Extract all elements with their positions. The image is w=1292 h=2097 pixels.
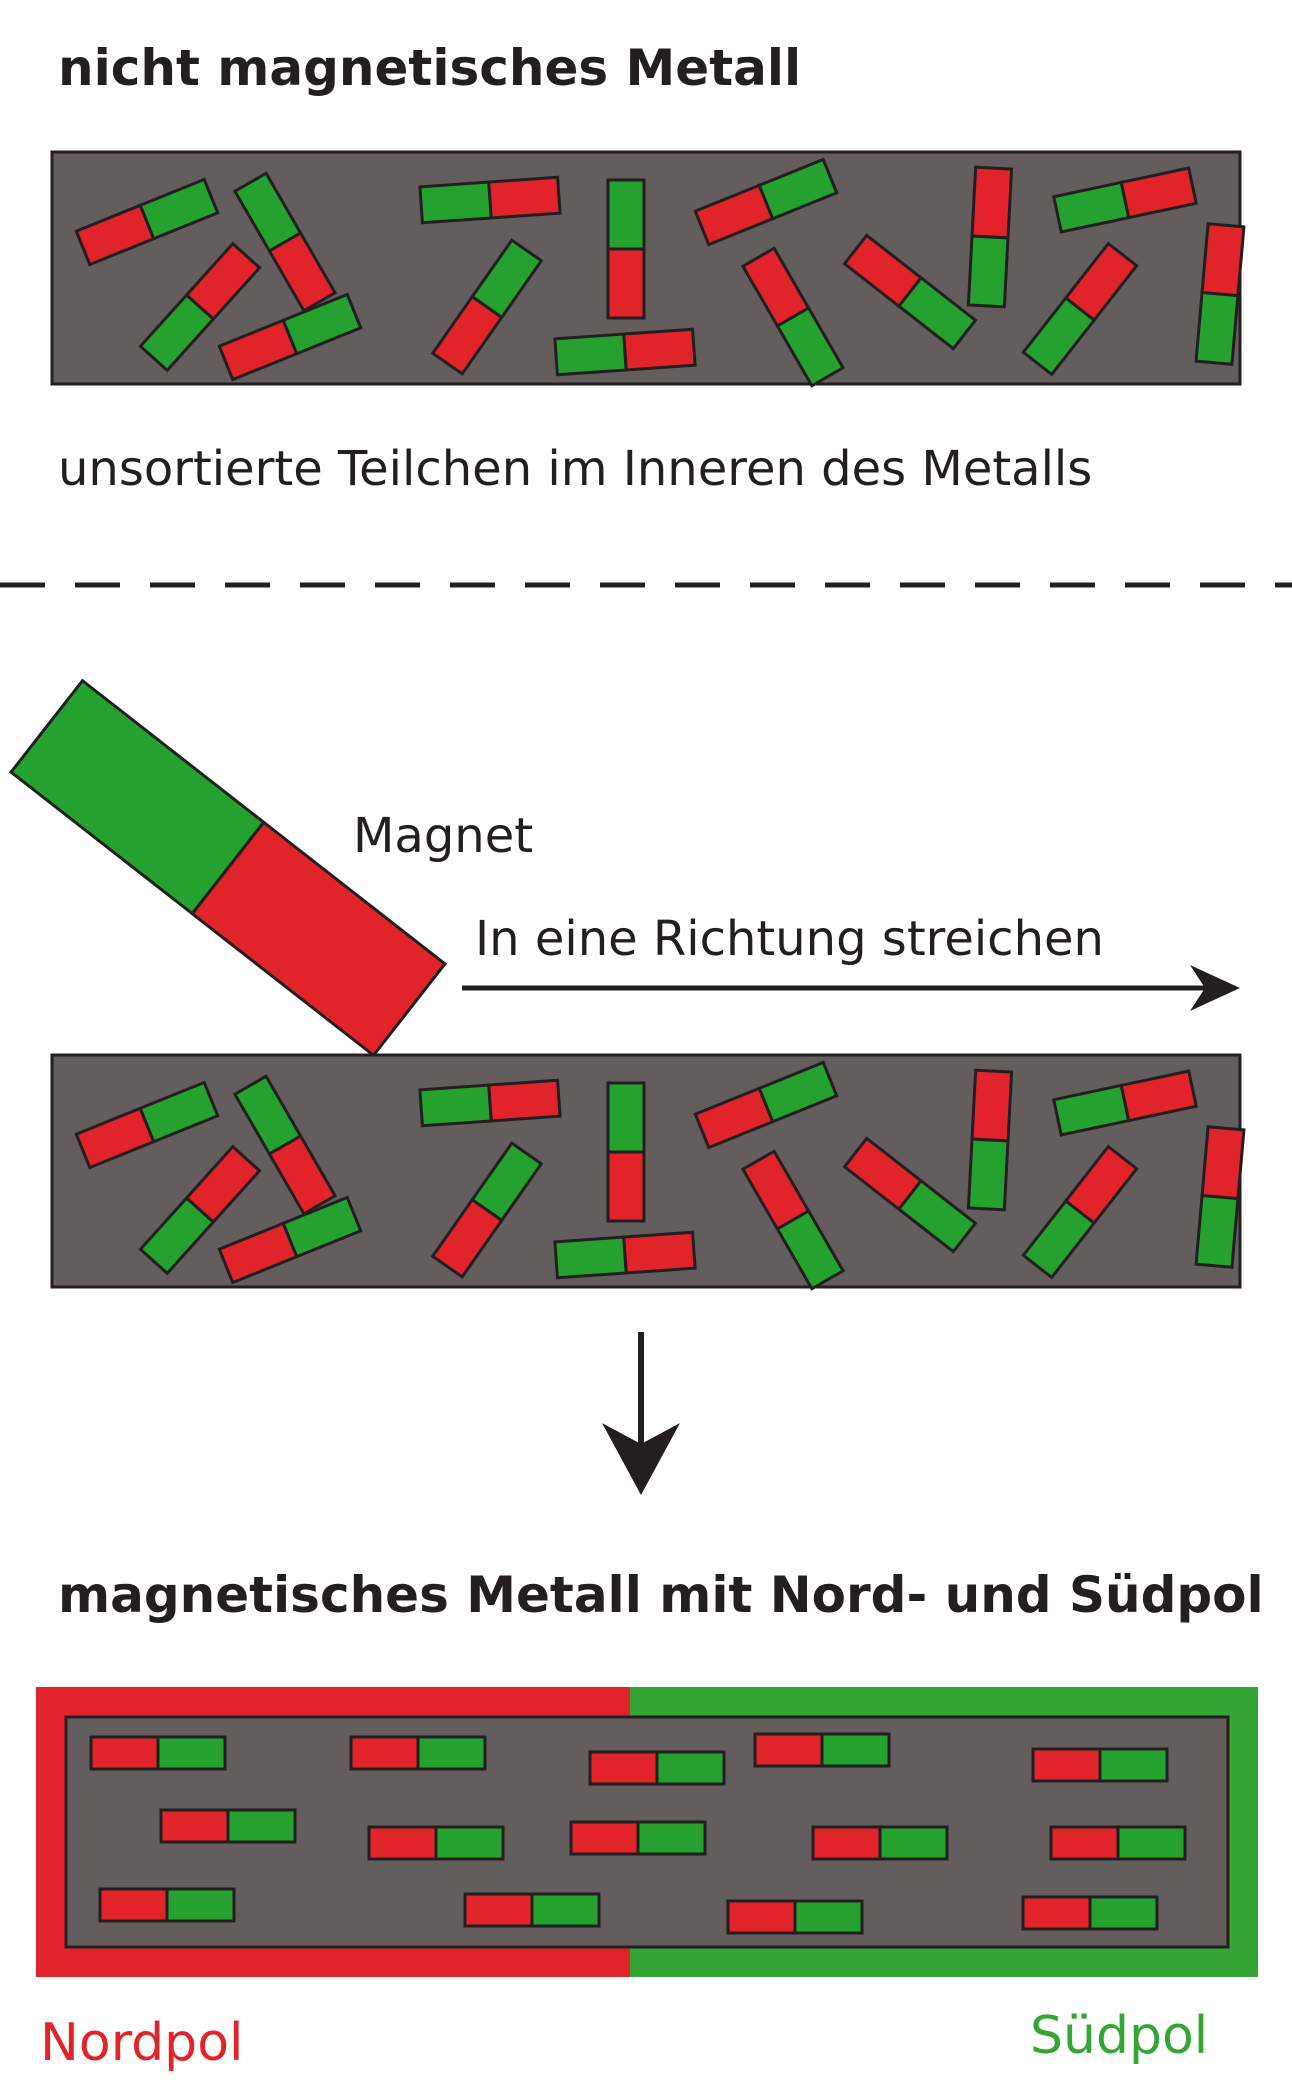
magnetic-particle bbox=[74, 1080, 220, 1170]
magnetic-particle bbox=[693, 157, 839, 247]
aligned-particles bbox=[89, 1732, 1187, 1935]
magnetic-particle bbox=[588, 1750, 726, 1786]
magnetic-particle bbox=[430, 1141, 544, 1279]
magnetic-particle bbox=[693, 1060, 839, 1150]
magnetic-particle bbox=[966, 165, 1014, 309]
magnetic-particle bbox=[726, 1899, 864, 1935]
magnetic-particle bbox=[606, 1081, 646, 1223]
magnetic-particle bbox=[740, 1149, 846, 1291]
magnetic-particle bbox=[842, 233, 978, 351]
magnetic-particle bbox=[159, 1808, 297, 1844]
magnetic-particle bbox=[367, 1825, 505, 1861]
magnetic-particle bbox=[89, 1735, 227, 1771]
result-arrowhead bbox=[602, 1423, 680, 1495]
stroke-direction-arrowhead bbox=[1190, 965, 1240, 1011]
magnetic-particle bbox=[1021, 1895, 1159, 1931]
magnetic-particle bbox=[1051, 1069, 1199, 1137]
stroke-direction-label: In eine Richtung streichen bbox=[475, 911, 1104, 967]
magnetic-particle bbox=[349, 1735, 487, 1771]
magnetic-particle bbox=[430, 238, 544, 376]
magnetic-particle bbox=[98, 1887, 236, 1923]
magnetic-particle bbox=[569, 1820, 707, 1856]
unsorted-particles-top bbox=[74, 157, 1246, 388]
magnetic-particle bbox=[1194, 222, 1246, 366]
magnetic-particle bbox=[463, 1892, 601, 1928]
magnetic-particle bbox=[217, 1195, 363, 1285]
magnetic-particle bbox=[138, 241, 262, 373]
magnetic-particle bbox=[217, 292, 363, 382]
magnetic-particle bbox=[1031, 1747, 1169, 1783]
title-magnetic-metal: magnetisches Metall mit Nord- und Südpol bbox=[58, 1566, 1264, 1624]
magnetic-particle bbox=[1051, 166, 1199, 234]
title-non-magnetic-metal: nicht magnetisches Metall bbox=[58, 39, 801, 97]
magnetic-particle bbox=[1021, 241, 1139, 377]
magnet-red-pole bbox=[190, 820, 448, 1058]
magnetic-particle bbox=[740, 246, 846, 388]
magnetic-particle bbox=[553, 1230, 697, 1280]
south-pole-label: Südpol bbox=[1030, 2006, 1208, 2066]
magnetic-particle bbox=[232, 1074, 338, 1216]
magnetic-particle bbox=[74, 177, 220, 267]
magnetic-particle bbox=[553, 327, 697, 377]
magnet-label: Magnet bbox=[353, 808, 533, 864]
magnetic-particle bbox=[418, 175, 562, 225]
caption-unsorted-particles: unsortierte Teilchen im Inneren des Meta… bbox=[58, 441, 1092, 497]
magnetic-particle bbox=[138, 1144, 262, 1276]
magnetic-particle bbox=[1021, 1144, 1139, 1280]
north-pole-label: Nordpol bbox=[40, 2013, 243, 2073]
bar-magnet bbox=[8, 678, 448, 1058]
magnetic-particle bbox=[418, 1078, 562, 1128]
magnetic-particle bbox=[232, 171, 338, 313]
magnetic-particle bbox=[811, 1825, 949, 1861]
unsorted-particles-middle bbox=[74, 1060, 1246, 1291]
magnetic-particle bbox=[606, 178, 646, 320]
magnetic-particle bbox=[842, 1136, 978, 1254]
magnetic-particle bbox=[1194, 1125, 1246, 1269]
magnetic-particle bbox=[753, 1732, 891, 1768]
magnetic-particle bbox=[966, 1068, 1014, 1212]
magnetic-particle bbox=[1049, 1825, 1187, 1861]
